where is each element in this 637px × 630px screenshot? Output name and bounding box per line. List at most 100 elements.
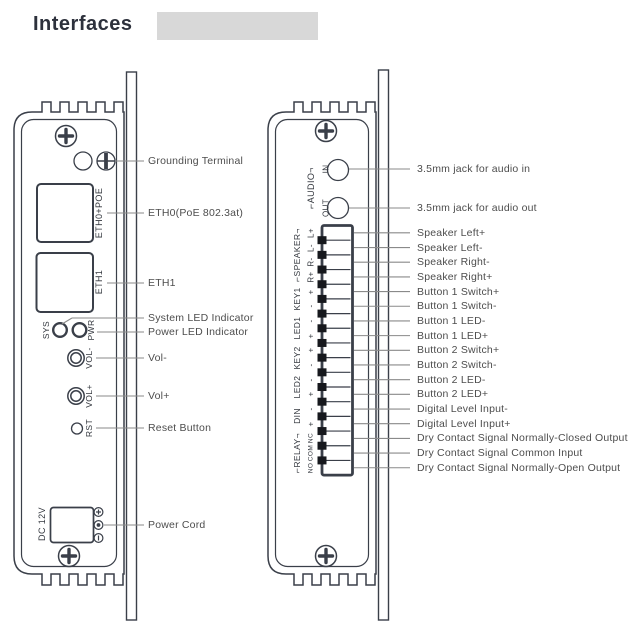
callout-label: Button 1 Switch+ bbox=[417, 285, 500, 298]
callout-label: Button 2 LED- bbox=[417, 373, 486, 386]
dc-power-marking: DC 12V bbox=[37, 507, 47, 541]
terminal-group-label: KEY2 bbox=[292, 345, 302, 370]
terminal-pin bbox=[317, 412, 327, 421]
terminal-pin-label: - bbox=[306, 407, 315, 411]
screw-icon-bottom-left bbox=[57, 544, 81, 568]
vol-minus-marking: VOL- bbox=[84, 347, 94, 369]
screw-icon-top-right bbox=[314, 119, 338, 143]
screw-icon-top-left bbox=[54, 124, 78, 148]
callout-label: Button 2 Switch- bbox=[417, 358, 497, 371]
audio-in-jack bbox=[326, 158, 350, 182]
callout-label: System LED Indicator bbox=[148, 312, 254, 324]
terminal-group-label: LED2 bbox=[292, 375, 302, 399]
terminal-group-label: DIN bbox=[292, 408, 302, 425]
terminal-pin-label: NO bbox=[307, 462, 314, 474]
callout-label: Button 1 LED- bbox=[417, 314, 486, 327]
header-title-box: Interfaces bbox=[12, 6, 157, 43]
terminal-pin-label: COM bbox=[307, 444, 314, 462]
vol-plus-marking: VOL+ bbox=[84, 384, 94, 408]
terminal-pin-label: + bbox=[306, 333, 315, 339]
terminal-pin bbox=[317, 397, 327, 406]
callout-label: ETH0(PoE 802.3at) bbox=[148, 207, 244, 219]
callout-label: Button 1 LED+ bbox=[417, 329, 489, 342]
audio-out-jack bbox=[326, 196, 350, 220]
callout-label: Speaker Right+ bbox=[417, 270, 493, 283]
terminal-pin bbox=[317, 324, 327, 333]
leader-lines bbox=[61, 160, 410, 526]
callout-label: Reset Button bbox=[148, 422, 212, 434]
terminal-pin-label: + bbox=[306, 391, 315, 397]
terminal-pin-label: L- bbox=[306, 243, 315, 252]
callout-label: Dry Contact Signal Normally-Open Output bbox=[417, 461, 621, 474]
terminal-block bbox=[320, 224, 354, 477]
terminal-pin-label: R- bbox=[306, 257, 315, 267]
terminal-block-parts bbox=[317, 236, 351, 465]
callout-label: Vol- bbox=[148, 352, 167, 364]
terminal-pin bbox=[317, 265, 327, 274]
page-title: Interfaces bbox=[33, 13, 133, 35]
terminal-pin bbox=[317, 353, 327, 362]
grounding-hole bbox=[73, 151, 93, 171]
terminal-group-label: ⌐SPEAKER¬ bbox=[292, 228, 302, 282]
terminal-pin-label: + bbox=[306, 289, 315, 295]
callout-label: Dry Contact Signal Common Input bbox=[417, 447, 583, 460]
pwr-led bbox=[71, 322, 88, 339]
eth0-port bbox=[36, 183, 94, 243]
eth1-port-marking: ETH1 bbox=[94, 269, 104, 295]
terminal-group-label: LED1 bbox=[292, 316, 302, 340]
callout-label: Speaker Right- bbox=[417, 256, 490, 269]
terminal-pin-label: - bbox=[306, 378, 315, 382]
audio-group-marking: ⌐AUDIO¬ bbox=[306, 167, 316, 209]
callout-label: Button 2 LED+ bbox=[417, 388, 489, 401]
terminal-pin-label: R+ bbox=[306, 271, 315, 283]
polarity-center-pin-icon bbox=[93, 519, 104, 530]
audio-out-marking: OUT bbox=[321, 198, 331, 218]
terminal-pin-label: + bbox=[306, 421, 315, 427]
terminal-pin bbox=[317, 383, 327, 392]
terminal-pin bbox=[317, 250, 327, 259]
callout-label: Speaker Left+ bbox=[417, 226, 486, 239]
callout-label: Speaker Left- bbox=[417, 241, 483, 254]
callout-label: Button 1 Switch- bbox=[417, 300, 497, 313]
audio-in-marking: IN bbox=[321, 164, 331, 174]
reset-marking: RST bbox=[84, 418, 94, 438]
terminal-pin-label: NC bbox=[307, 433, 314, 444]
callout-label: ETH1 bbox=[148, 277, 176, 289]
grounding-terminal-icon bbox=[96, 151, 116, 171]
terminal-pin-label: L+ bbox=[306, 227, 315, 238]
vol-plus-button bbox=[67, 387, 85, 405]
callout-label: Grounding Terminal bbox=[148, 155, 244, 167]
screw-icon-bottom-right bbox=[314, 544, 338, 568]
terminal-pin-label: - bbox=[306, 319, 315, 323]
sys-led-marking: SYS bbox=[41, 320, 51, 340]
leader-line-diagonal bbox=[61, 317, 73, 325]
terminal-pin bbox=[317, 294, 327, 303]
callout-label: Dry Contact Signal Normally-Closed Outpu… bbox=[417, 432, 628, 445]
vol-minus-button bbox=[67, 349, 85, 367]
terminal-group-label: KEY1 bbox=[292, 287, 302, 311]
callout-label: Digital Level Input+ bbox=[417, 417, 511, 430]
callout-label: 3.5mm jack for audio out bbox=[417, 202, 537, 214]
terminal-pin bbox=[317, 456, 327, 465]
callout-label: Digital Level Input- bbox=[417, 403, 508, 416]
terminal-pin bbox=[317, 309, 327, 318]
callout-label: 3.5mm jack for audio in bbox=[417, 163, 531, 175]
callout-label: Power Cord bbox=[148, 519, 206, 531]
terminal-pin bbox=[317, 368, 327, 377]
terminal-pin bbox=[317, 338, 327, 347]
terminal-pin bbox=[317, 441, 327, 450]
terminal-pin-label: - bbox=[306, 363, 315, 367]
pwr-led-marking: PWR bbox=[86, 319, 96, 341]
eth0-port-marking: ETH0+POE bbox=[94, 187, 104, 239]
terminal-pin-label: - bbox=[306, 304, 315, 308]
sys-led bbox=[52, 322, 69, 339]
terminal-pin bbox=[317, 236, 327, 245]
callout-label: Button 2 Switch+ bbox=[417, 344, 500, 357]
terminal-pin bbox=[317, 427, 327, 436]
polarity-plus-icon bbox=[93, 507, 104, 518]
callout-label: Vol+ bbox=[148, 390, 170, 402]
terminal-pin-label: + bbox=[306, 347, 315, 353]
